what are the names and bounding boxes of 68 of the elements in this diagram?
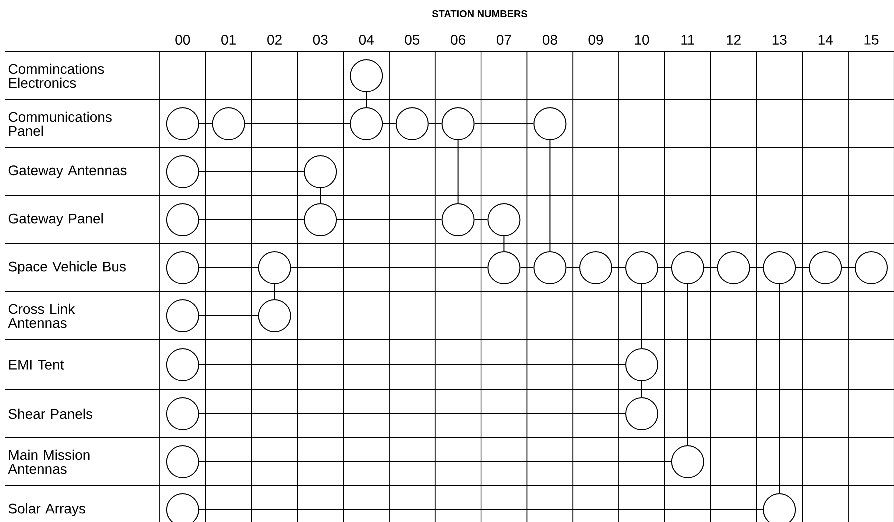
station-circle	[671, 446, 704, 478]
station-circle	[717, 252, 750, 284]
station-circle	[304, 204, 338, 236]
station-circle	[534, 108, 567, 140]
station-circle	[166, 108, 200, 140]
station-circle	[212, 108, 246, 140]
row-label: Gateway Antennas	[8, 166, 127, 178]
station-circle	[488, 204, 521, 236]
station-circle	[166, 300, 200, 332]
column-number: 02	[268, 35, 282, 45]
column-number: 09	[588, 35, 604, 45]
column-number: 14	[818, 35, 833, 45]
station-circle	[350, 108, 384, 140]
row-label: Main Mission Antennas	[8, 450, 90, 474]
station-circle	[396, 108, 429, 140]
column-number: 11	[682, 35, 694, 45]
column-number: 05	[405, 35, 420, 45]
row-label: Communications Panel	[8, 112, 112, 136]
station-circle	[166, 398, 200, 430]
connector-line	[320, 188, 322, 204]
connector-line	[504, 236, 505, 252]
connector-line	[458, 140, 459, 204]
row-label: Commincations Electronics	[8, 64, 104, 88]
connector-line	[198, 364, 626, 366]
station-circle	[258, 300, 292, 332]
connector-line	[687, 284, 688, 446]
row-label: Shear Panels	[8, 408, 92, 420]
connector-line	[779, 284, 780, 494]
connector-line	[274, 284, 276, 300]
station-circle	[166, 204, 200, 236]
station-circle	[488, 252, 521, 284]
row-label: EMI Tent	[9, 360, 64, 370]
station-circle	[809, 252, 842, 284]
station-circle	[626, 398, 658, 430]
column-number: 00	[176, 35, 190, 45]
station-circle	[763, 252, 796, 284]
column-number: 10	[635, 35, 650, 45]
column-number: 12	[727, 35, 741, 45]
station-circle	[534, 252, 567, 284]
station-circle	[166, 252, 200, 284]
column-number: 01	[222, 35, 236, 45]
row-label: Cross Link Antennas	[8, 304, 76, 328]
station-circle	[855, 252, 888, 284]
station-circle	[580, 252, 612, 284]
station-circle	[350, 60, 384, 92]
row-label: Space Vehicle Bus	[8, 261, 126, 275]
station-circle	[166, 348, 200, 382]
row-label: Solar Arrays	[8, 503, 86, 517]
station-circle	[304, 156, 338, 188]
connector-line	[550, 140, 551, 252]
column-number: 03	[313, 35, 328, 45]
station-circle	[671, 252, 704, 284]
column-number: 15	[864, 35, 879, 45]
column-number: 07	[496, 35, 512, 45]
station-circle	[258, 252, 292, 284]
row-label: Gateway Panel	[8, 213, 103, 227]
heading: STATION NUMBERS	[432, 10, 528, 18]
column-number: 04	[359, 35, 374, 45]
station-circle	[166, 156, 200, 188]
station-circle	[166, 446, 200, 478]
station-circle	[626, 252, 658, 284]
column-number: 08	[542, 35, 558, 45]
connector-line	[366, 92, 368, 108]
station-circle	[442, 108, 475, 140]
column-number: 13	[772, 35, 787, 45]
column-number: 06	[451, 35, 466, 45]
station-circle	[626, 348, 658, 382]
station-circle	[442, 204, 475, 236]
